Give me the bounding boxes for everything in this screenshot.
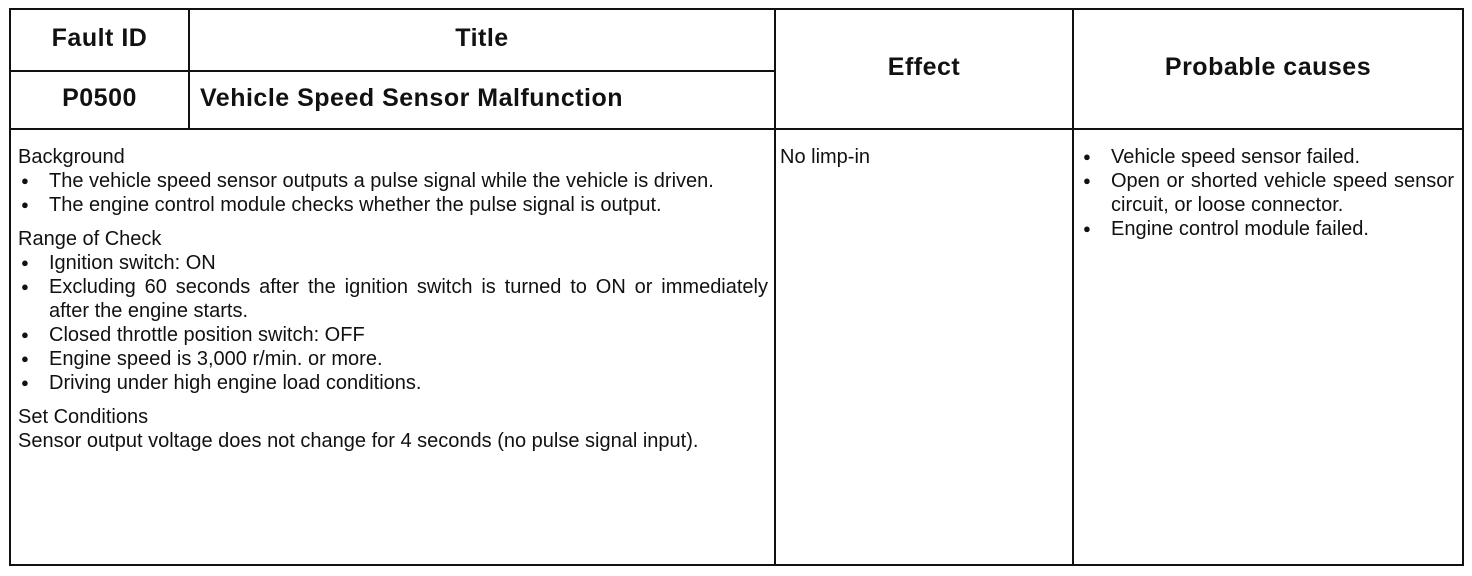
range-of-check-section: Range of Check Ignition switch: ON Exclu… <box>18 227 768 395</box>
background-heading: Background <box>18 146 125 168</box>
description-cell: Background The vehicle speed sensor outp… <box>18 145 768 463</box>
header-fault-id-label: Fault ID <box>51 24 148 52</box>
list-item: Vehicle speed sensor failed. <box>1080 145 1454 169</box>
list-item: Open or shorted vehicle speed sensor cir… <box>1080 169 1454 217</box>
effect-value: No limp-in <box>780 146 871 168</box>
row-divider-header-mid <box>11 70 774 72</box>
header-effect-label: Effect <box>887 53 961 81</box>
header-causes-label: Probable causes <box>1164 53 1372 81</box>
col-divider-causes <box>1072 10 1074 564</box>
list-item: The vehicle speed sensor outputs a pulse… <box>18 169 768 193</box>
list-item: Ignition switch: ON <box>18 251 768 275</box>
range-of-check-heading: Range of Check <box>18 228 162 250</box>
row-divider-header-bottom <box>11 128 1462 130</box>
causes-cell: Vehicle speed sensor failed. Open or sho… <box>1080 145 1454 241</box>
fault-title-value: Vehicle Speed Sensor Malfunction <box>200 84 624 112</box>
col-divider-effect <box>774 10 776 564</box>
list-item: Driving under high engine load condition… <box>18 371 768 395</box>
set-conditions-heading: Set Conditions <box>18 406 149 428</box>
set-conditions-section: Set Conditions Sensor output voltage doe… <box>18 405 768 453</box>
list-item: Engine speed is 3,000 r/min. or more. <box>18 347 768 371</box>
fault-table: Fault ID Title P0500 Vehicle Speed Senso… <box>9 8 1464 566</box>
list-item: Engine control module failed. <box>1080 217 1454 241</box>
set-conditions-text: Sensor output voltage does not change fo… <box>18 430 699 452</box>
header-title-label: Title <box>455 24 509 52</box>
fault-id-value: P0500 <box>62 84 137 112</box>
col-divider-fault-id <box>188 10 190 128</box>
background-section: Background The vehicle speed sensor outp… <box>18 145 768 217</box>
list-item: Excluding 60 seconds after the ignition … <box>18 275 768 323</box>
list-item: The engine control module checks whether… <box>18 193 768 217</box>
list-item: Closed throttle position switch: OFF <box>18 323 768 347</box>
